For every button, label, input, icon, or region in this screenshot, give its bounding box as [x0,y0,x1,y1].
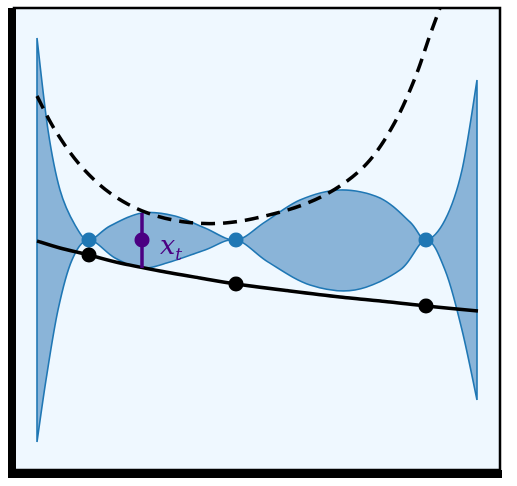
frame-shadow-bottom [8,470,502,478]
query-point-xt [134,232,150,248]
observed-point-2 [228,232,244,248]
plot-frame [12,6,502,472]
query-label: xt [160,230,182,265]
frame-shadow-left [8,8,16,478]
curve-point-3 [418,298,434,314]
observed-point-3 [418,232,434,248]
dashed-upper-curve [35,7,442,226]
observed-point-1 [81,232,97,248]
curve-point-1 [81,247,97,263]
curve-point-2 [228,276,244,292]
